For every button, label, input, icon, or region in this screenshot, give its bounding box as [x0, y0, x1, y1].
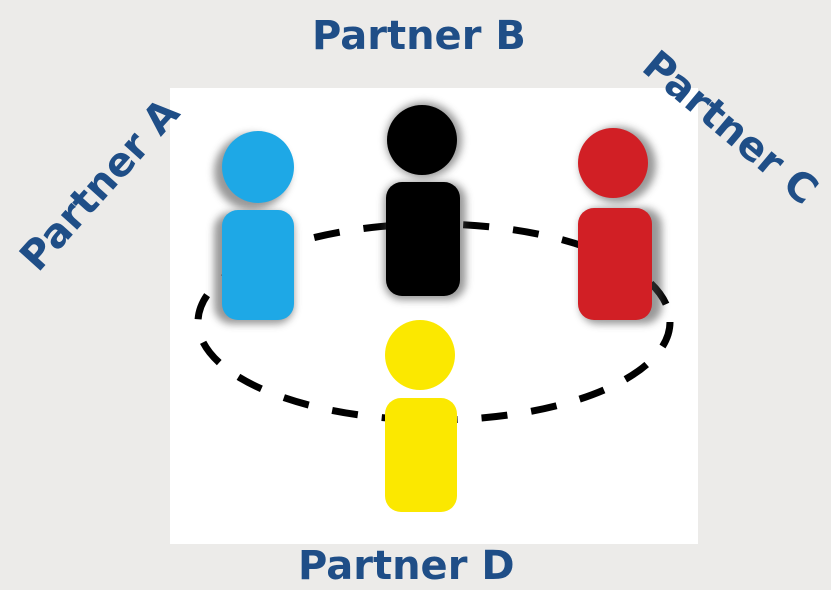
- partner-a-head: [222, 131, 294, 203]
- partner-b-head: [387, 105, 457, 175]
- partner-c-head: [578, 128, 648, 198]
- partner-b-label: Partner B: [312, 13, 526, 59]
- partner-a-body: [222, 210, 294, 320]
- partner-b-body: [386, 182, 460, 296]
- partner-d-label: Partner D: [298, 543, 515, 589]
- partner-d-figure: [385, 320, 457, 512]
- partner-a-figure: [214, 131, 294, 324]
- partner-d-body: [385, 398, 457, 512]
- partner-d-head: [385, 320, 455, 390]
- partner-c-figure: [578, 127, 662, 324]
- partner-b-figure: [384, 102, 466, 300]
- partner-c-body: [578, 208, 652, 320]
